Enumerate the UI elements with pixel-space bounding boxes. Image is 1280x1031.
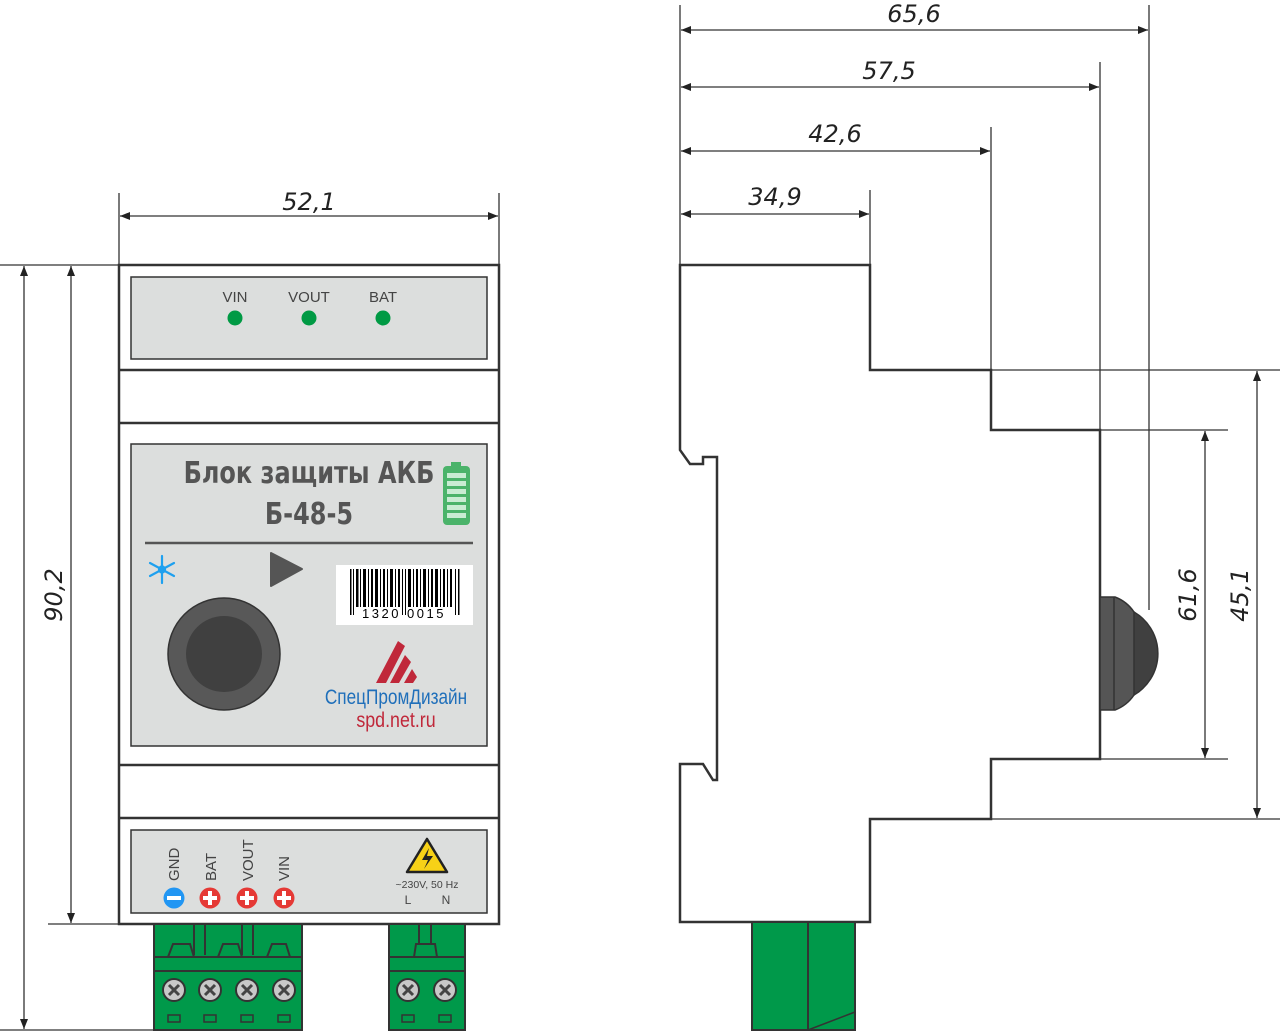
- product-model: Б-48-5: [265, 497, 353, 531]
- screw-icon[interactable]: [162, 978, 186, 1023]
- front-view: 52,1 90,2 VIN VOUT BAT: [0, 188, 501, 1031]
- dimension-side-heights: 61,6 45,1: [991, 369, 1280, 820]
- minus-icon: [163, 887, 185, 909]
- knob-side: [1099, 596, 1159, 711]
- indicator-label-vout: VOUT: [288, 289, 330, 306]
- brand-logo-icon: [376, 641, 417, 683]
- barcode: 1320 0015: [336, 565, 473, 625]
- dimension-label: 45,1: [1226, 568, 1254, 621]
- dimension-label: 34,9: [748, 183, 801, 211]
- screw-icon[interactable]: [272, 978, 296, 1023]
- side-profile: [678, 263, 1102, 924]
- dc-terminal-block[interactable]: [153, 923, 303, 1031]
- screw-icon[interactable]: [433, 978, 457, 1023]
- ac-terminal-block[interactable]: [388, 923, 466, 1031]
- dimension-label: 42,6: [808, 120, 861, 148]
- indicator-label-vin: VIN: [222, 289, 247, 306]
- connector-side: [751, 921, 856, 1031]
- screw-terminals: [162, 978, 457, 1023]
- snowflake-icon: [148, 554, 176, 585]
- terminal-label-vout: VOUT: [240, 839, 257, 881]
- mains-terminal-l: L: [405, 893, 412, 907]
- plus-icon: [273, 887, 295, 909]
- rotary-knob[interactable]: [167, 597, 281, 711]
- dimension-label: 65,6: [887, 0, 940, 28]
- indicator-label-bat: BAT: [369, 289, 397, 306]
- led-bat-icon: [375, 310, 391, 326]
- dimension-label: 57,5: [862, 57, 915, 85]
- high-voltage-warning-icon: [405, 837, 449, 874]
- dimension-front-height: 90,2: [0, 264, 154, 1031]
- dimension-label: 90,2: [40, 568, 68, 621]
- screw-icon[interactable]: [198, 978, 222, 1023]
- plus-icon: [236, 887, 258, 909]
- barcode-number: 1320 0015: [362, 606, 446, 621]
- battery-icon: [443, 462, 470, 525]
- play-arrow-icon: [270, 552, 303, 587]
- dimension-front-width: 52,1: [118, 188, 500, 265]
- indicator-panel: VIN VOUT BAT: [130, 276, 488, 360]
- screw-icon[interactable]: [235, 978, 259, 1023]
- terminal-label-bat: BAT: [203, 853, 220, 881]
- mains-spec: ~230V, 50 Hz: [396, 879, 459, 891]
- brand-website[interactable]: spd.net.ru: [356, 709, 435, 733]
- screw-icon[interactable]: [396, 978, 420, 1023]
- led-vout-icon: [301, 310, 317, 326]
- label-panel: Блок защиты АКБ Б-48-5: [130, 443, 488, 747]
- dimension-label: 61,6: [1174, 568, 1202, 621]
- terminal-label-gnd: GND: [166, 848, 183, 882]
- product-title: Блок защиты АКБ: [184, 456, 435, 490]
- mains-terminal-n: N: [442, 893, 451, 907]
- terminal-label-vin: VIN: [276, 856, 293, 881]
- dimension-side-depths: 65,6 57,5 42,6 34,9: [679, 0, 1150, 610]
- brand-name: СпецПромДизайн: [325, 687, 467, 710]
- side-view: 65,6 57,5 42,6 34,9 61,6 45,1: [678, 0, 1280, 1031]
- plus-icon: [199, 887, 221, 909]
- dimension-label: 52,1: [282, 188, 335, 216]
- terminal-panel: GND BAT VOUT VIN ~230V, 50 Hz L N: [130, 829, 488, 914]
- led-vin-icon: [227, 310, 243, 326]
